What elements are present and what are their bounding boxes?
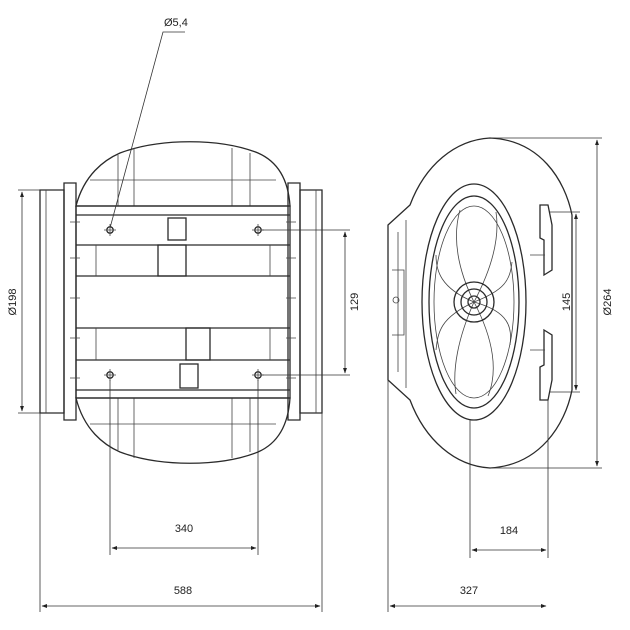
hub: [453, 281, 495, 323]
right-collar: [299, 189, 323, 414]
outer-dia-right-label: Ø264: [602, 289, 614, 316]
left-collar: [39, 189, 65, 414]
lower-cover: [75, 397, 291, 464]
total-length-label: 588: [174, 585, 192, 597]
depth-mount-label: 184: [500, 525, 518, 537]
outer-dia-left-label: Ø198: [7, 289, 19, 316]
mount-height-label: 129: [349, 293, 361, 311]
hole-leader: [109, 31, 185, 229]
inner-height-label: 145: [561, 293, 573, 311]
housing-outline: [387, 137, 573, 469]
mount-holes: [104, 224, 264, 381]
hole-dia-label: Ø5,4: [164, 17, 188, 29]
impeller-blades: [435, 209, 513, 397]
upper-cover: [75, 141, 291, 207]
impeller-outer-ring: [421, 183, 527, 421]
front-view: [387, 137, 573, 469]
side-view: [39, 141, 323, 464]
mount-span-label: 340: [175, 523, 193, 535]
total-depth-label: 327: [460, 585, 478, 597]
